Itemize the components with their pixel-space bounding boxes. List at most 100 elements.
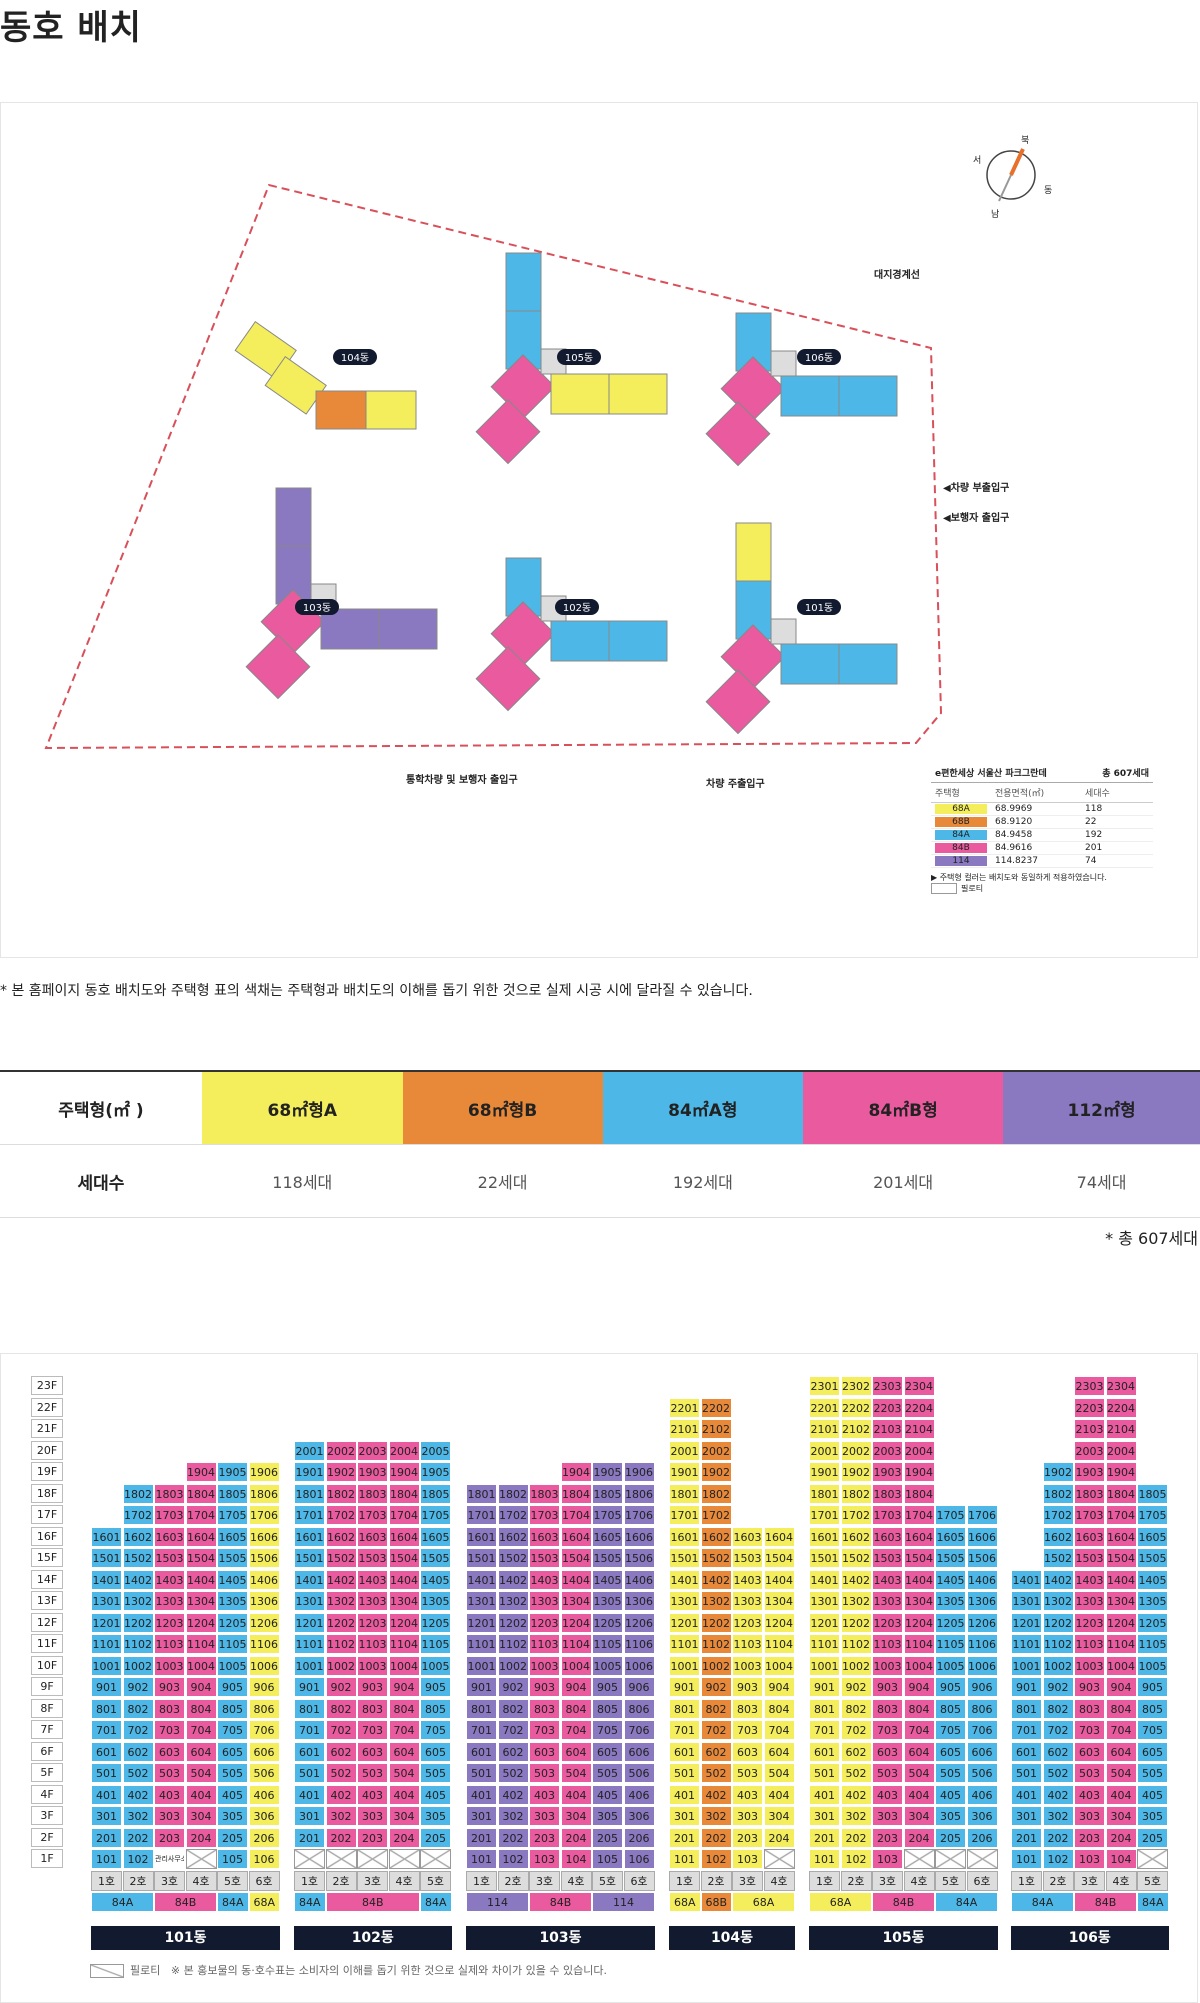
unit-cell[interactable]: 402 bbox=[497, 1784, 529, 1805]
unit-cell[interactable]: 1604 bbox=[763, 1526, 795, 1547]
unit-cell[interactable]: 1402 bbox=[840, 1569, 872, 1590]
unit-cell[interactable]: 1005 bbox=[1137, 1655, 1168, 1676]
unit-cell[interactable]: 1706 bbox=[248, 1505, 280, 1525]
unit-cell[interactable]: 603 bbox=[357, 1741, 388, 1762]
unit-cell[interactable]: 1803 bbox=[529, 1483, 560, 1504]
unit-cell[interactable]: 702 bbox=[497, 1720, 529, 1740]
unit-cell[interactable]: 1303 bbox=[1074, 1591, 1105, 1611]
unit-cell[interactable]: 1501 bbox=[809, 1548, 840, 1568]
unit-cell[interactable]: 1603 bbox=[732, 1526, 763, 1547]
unit-cell[interactable]: 1702 bbox=[1042, 1505, 1074, 1525]
unit-cell[interactable]: 204 bbox=[903, 1827, 935, 1848]
unit-cell[interactable]: 1404 bbox=[903, 1569, 935, 1590]
unit-cell[interactable]: 1402 bbox=[497, 1569, 529, 1590]
unit-cell[interactable]: 1005 bbox=[217, 1655, 248, 1676]
unit-cell[interactable]: 704 bbox=[560, 1720, 592, 1740]
unit-cell[interactable]: 606 bbox=[966, 1741, 998, 1762]
unit-cell[interactable]: 1303 bbox=[529, 1591, 560, 1611]
unit-cell[interactable]: 501 bbox=[809, 1763, 840, 1783]
unit-cell[interactable]: 403 bbox=[872, 1784, 903, 1805]
unit-cell[interactable]: 1103 bbox=[1074, 1634, 1105, 1654]
unit-cell[interactable]: 1104 bbox=[763, 1634, 795, 1654]
unit-cell[interactable]: 1506 bbox=[966, 1548, 998, 1568]
unit-cell[interactable]: 404 bbox=[388, 1784, 420, 1805]
unit-cell[interactable]: 306 bbox=[966, 1806, 998, 1826]
unit-cell[interactable]: 902 bbox=[700, 1677, 732, 1697]
unit-cell[interactable]: 702 bbox=[840, 1720, 872, 1740]
unit-cell[interactable]: 2001 bbox=[809, 1440, 840, 1461]
unit-cell[interactable]: 305 bbox=[1137, 1806, 1168, 1826]
unit-cell[interactable]: 806 bbox=[623, 1698, 655, 1719]
unit-cell[interactable]: 604 bbox=[763, 1741, 795, 1762]
unit-cell[interactable]: 1003 bbox=[154, 1655, 185, 1676]
unit-cell[interactable]: 1104 bbox=[388, 1634, 420, 1654]
unit-cell[interactable]: 803 bbox=[529, 1698, 560, 1719]
unit-cell[interactable]: 503 bbox=[154, 1763, 185, 1783]
unit-cell[interactable]: 1202 bbox=[1042, 1612, 1074, 1633]
unit-cell[interactable]: 1804 bbox=[560, 1483, 592, 1504]
unit-cell[interactable]: 702 bbox=[122, 1720, 154, 1740]
unit-cell[interactable]: 1603 bbox=[529, 1526, 560, 1547]
unit-cell[interactable]: 1204 bbox=[1105, 1612, 1137, 1633]
unit-cell[interactable]: 604 bbox=[903, 1741, 935, 1762]
unit-cell[interactable]: 1302 bbox=[497, 1591, 529, 1611]
unit-cell[interactable]: 904 bbox=[560, 1677, 592, 1697]
unit-cell[interactable]: 304 bbox=[560, 1806, 592, 1826]
unit-cell[interactable]: 503 bbox=[732, 1763, 763, 1783]
unit-cell[interactable]: 1201 bbox=[1011, 1612, 1042, 1633]
unit-cell[interactable]: 1705 bbox=[420, 1505, 451, 1525]
unit-cell[interactable]: 2203 bbox=[1074, 1397, 1105, 1418]
unit-cell[interactable]: 1504 bbox=[185, 1548, 217, 1568]
unit-cell[interactable]: 1901 bbox=[809, 1462, 840, 1482]
unit-cell[interactable]: 206 bbox=[248, 1827, 280, 1848]
unit-cell[interactable]: 1501 bbox=[91, 1548, 122, 1568]
unit-cell[interactable]: 1304 bbox=[185, 1591, 217, 1611]
unit-cell[interactable]: 1201 bbox=[809, 1612, 840, 1633]
unit-cell-1f[interactable]: 105 bbox=[217, 1849, 248, 1869]
unit-cell[interactable]: 1503 bbox=[357, 1548, 388, 1568]
unit-cell[interactable]: 502 bbox=[1042, 1763, 1074, 1783]
unit-cell[interactable]: 804 bbox=[388, 1698, 420, 1719]
unit-cell[interactable]: 902 bbox=[840, 1677, 872, 1697]
unit-cell[interactable]: 604 bbox=[1105, 1741, 1137, 1762]
unit-cell[interactable]: 2203 bbox=[872, 1397, 903, 1418]
unit-cell[interactable]: 503 bbox=[357, 1763, 388, 1783]
unit-cell[interactable]: 1503 bbox=[529, 1548, 560, 1568]
unit-cell[interactable]: 1404 bbox=[388, 1569, 420, 1590]
unit-cell[interactable]: 1202 bbox=[700, 1612, 732, 1633]
unit-cell[interactable]: 202 bbox=[497, 1827, 529, 1848]
unit-cell[interactable]: 1805 bbox=[1137, 1483, 1168, 1504]
unit-cell[interactable]: 1301 bbox=[1011, 1591, 1042, 1611]
unit-cell[interactable]: 705 bbox=[420, 1720, 451, 1740]
unit-cell[interactable]: 406 bbox=[623, 1784, 655, 1805]
unit-cell[interactable]: 1503 bbox=[732, 1548, 763, 1568]
unit-cell[interactable]: 1804 bbox=[903, 1483, 935, 1504]
unit-cell[interactable]: 1206 bbox=[966, 1612, 998, 1633]
unit-cell[interactable]: 1604 bbox=[560, 1526, 592, 1547]
unit-cell[interactable]: 802 bbox=[1042, 1698, 1074, 1719]
unit-cell[interactable]: 2002 bbox=[325, 1440, 357, 1461]
unit-cell[interactable]: 1005 bbox=[592, 1655, 623, 1676]
unit-cell[interactable]: 1101 bbox=[669, 1634, 700, 1654]
unit-cell[interactable]: 403 bbox=[154, 1784, 185, 1805]
unit-cell[interactable]: 1501 bbox=[669, 1548, 700, 1568]
unit-cell[interactable]: 1403 bbox=[357, 1569, 388, 1590]
unit-cell[interactable]: 805 bbox=[1137, 1698, 1168, 1719]
unit-cell[interactable]: 303 bbox=[872, 1806, 903, 1826]
unit-cell[interactable]: 304 bbox=[903, 1806, 935, 1826]
unit-cell[interactable]: 701 bbox=[294, 1720, 325, 1740]
unit-cell[interactable]: 1705 bbox=[592, 1505, 623, 1525]
unit-cell[interactable]: 1504 bbox=[763, 1548, 795, 1568]
unit-cell[interactable]: 1002 bbox=[122, 1655, 154, 1676]
unit-cell[interactable]: 2002 bbox=[840, 1440, 872, 1461]
unit-cell[interactable]: 901 bbox=[809, 1677, 840, 1697]
unit-cell[interactable]: 705 bbox=[592, 1720, 623, 1740]
unit-cell[interactable]: 504 bbox=[185, 1763, 217, 1783]
unit-cell[interactable]: 1803 bbox=[357, 1483, 388, 1504]
unit-cell[interactable]: 1401 bbox=[294, 1569, 325, 1590]
unit-cell[interactable]: 601 bbox=[1011, 1741, 1042, 1762]
unit-cell[interactable]: 1001 bbox=[1011, 1655, 1042, 1676]
unit-cell[interactable]: 504 bbox=[388, 1763, 420, 1783]
unit-cell[interactable]: 1504 bbox=[1105, 1548, 1137, 1568]
unit-cell[interactable]: 205 bbox=[217, 1827, 248, 1848]
